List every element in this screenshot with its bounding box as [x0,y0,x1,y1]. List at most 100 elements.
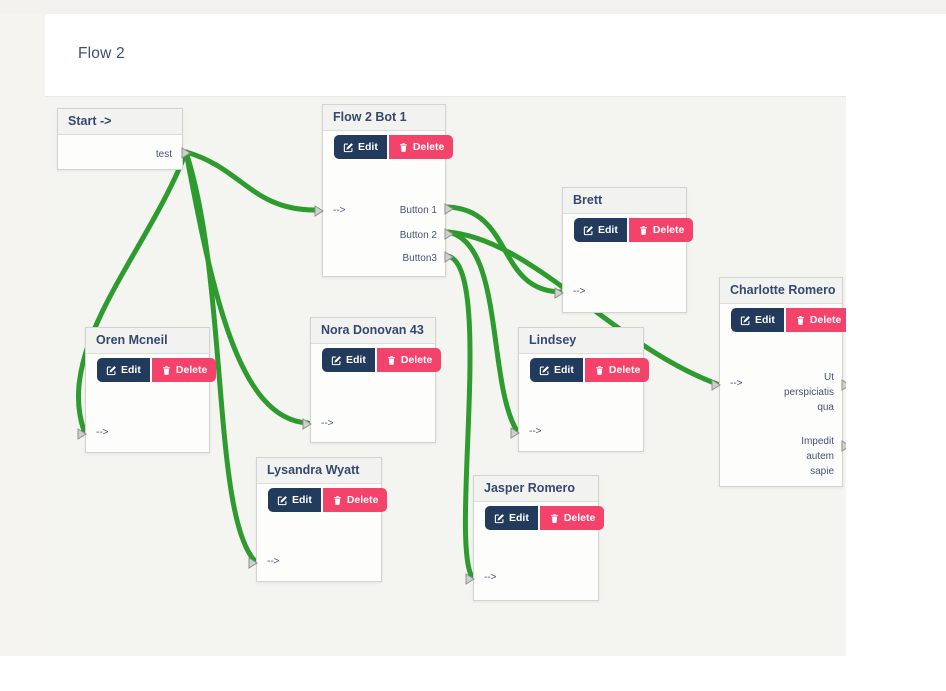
input-label: --> [267,556,280,567]
node-nora[interactable]: Nora Donovan 43 Edit Delete --> [302,317,442,443]
edit-pencil-icon [539,365,549,375]
flow-title-bar: Flow 2 [45,14,846,97]
node-lysandra[interactable]: Lysandra Wyatt Edit Delete --> [248,457,388,582]
output-label-button2: Button 2 [399,230,437,241]
edit-button[interactable]: Edit [268,488,321,512]
output-label-ut-perspiciatis-qua: Ut perspiciatis qua [784,370,834,415]
output-connector-impedit[interactable] [841,440,846,452]
edit-pencil-icon [494,513,504,523]
edit-button-label: Edit [346,354,366,366]
input-label: --> [484,572,497,583]
edit-button-label: Edit [121,364,141,376]
output-connector-test[interactable] [181,147,191,159]
delete-button[interactable]: Delete [376,348,442,372]
delete-trash-icon [333,495,341,505]
edit-button[interactable]: Edit [322,348,375,372]
delete-button-label: Delete [809,314,842,326]
input-label: --> [529,426,542,437]
edit-button[interactable]: Edit [334,135,387,159]
flow-canvas[interactable]: Start -> test Flow 2 Bot 1 Edit Delete -… [45,97,846,656]
input-connector[interactable] [314,205,324,217]
input-connector[interactable] [554,287,564,299]
delete-button[interactable]: Delete [584,358,650,382]
edit-pencil-icon [331,355,341,365]
edge-button3-to-jasper [445,253,475,580]
input-connector[interactable] [77,428,87,440]
node-flow2bot1-title[interactable]: Flow 2 Bot 1 [323,105,445,131]
node-start-title[interactable]: Start -> [58,109,182,135]
input-connector[interactable] [465,573,475,585]
edit-pencil-icon [740,315,750,325]
edit-button-label: Edit [292,494,312,506]
input-connector[interactable] [248,557,258,569]
output-line: Ut [824,372,834,383]
node-jasper-title[interactable]: Jasper Romero [474,476,598,502]
node-oren[interactable]: Oren Mcneil Edit Delete --> [77,327,217,453]
delete-button[interactable]: Delete [539,506,605,530]
delete-button-label: Delete [563,512,596,524]
delete-trash-icon [387,355,395,365]
output-label-test: test [155,149,172,160]
delete-button[interactable]: Delete [151,358,217,382]
input-connector[interactable] [510,427,520,439]
output-line: sapie [810,466,834,477]
node-brett-title[interactable]: Brett [563,188,686,214]
edit-button-label: Edit [755,314,775,326]
output-line: perspiciatis [783,387,834,398]
delete-trash-icon [399,142,407,152]
delete-button[interactable]: Delete [388,135,454,159]
input-connector[interactable] [711,379,721,391]
output-label-impedit-autem-sapie: Impedit autem sapie [801,434,834,479]
node-oren-title[interactable]: Oren Mcneil [86,328,209,354]
edit-button-label: Edit [554,364,574,376]
node-lysandra-title[interactable]: Lysandra Wyatt [257,458,381,484]
delete-button[interactable]: Delete [628,218,694,242]
edit-button-label: Edit [509,512,529,524]
page-left-margin [0,14,45,656]
node-start[interactable]: Start -> test [57,108,191,170]
output-connector-button3[interactable] [444,251,454,263]
delete-button[interactable]: Delete [322,488,388,512]
delete-button[interactable]: Delete [785,308,846,332]
edit-button[interactable]: Edit [731,308,784,332]
output-label-button3: Button3 [402,253,437,264]
node-brett[interactable]: Brett Edit Delete --> [554,187,694,313]
input-connector[interactable] [302,418,312,430]
node-charlotte-title[interactable]: Charlotte Romero [720,278,842,304]
delete-trash-icon [162,365,170,375]
edge-button1-to-brett [445,204,564,295]
input-label: --> [321,418,334,429]
delete-button-label: Delete [346,494,379,506]
output-connector-button1[interactable] [444,203,454,215]
input-label: --> [573,286,586,297]
node-charlotte[interactable]: Charlotte Romero Edit Delete --> Ut pers… [711,277,846,487]
edit-button-label: Edit [598,224,618,236]
node-lindsey[interactable]: Lindsey Edit Delete --> [510,327,650,452]
output-connector-ut[interactable] [841,379,846,391]
edit-button[interactable]: Edit [97,358,150,382]
page-top-margin [0,0,946,14]
delete-trash-icon [796,315,804,325]
node-nora-title[interactable]: Nora Donovan 43 [311,318,435,344]
edit-button[interactable]: Edit [485,506,538,530]
delete-trash-icon [639,225,647,235]
input-label: --> [333,205,346,216]
edit-pencil-icon [277,495,287,505]
input-label: --> [96,427,109,438]
edit-pencil-icon [583,225,593,235]
output-line: Impedit [801,436,834,447]
input-label: --> [730,378,743,389]
page-title: Flow 2 [78,45,125,62]
delete-button-label: Delete [412,141,445,153]
node-jasper[interactable]: Jasper Romero Edit Delete --> [465,475,605,601]
edit-button-label: Edit [358,141,378,153]
output-connector-button2[interactable] [444,228,454,240]
output-label-button1: Button 1 [399,205,437,216]
delete-trash-icon [595,365,603,375]
edit-button[interactable]: Edit [530,358,583,382]
output-line: qua [817,402,834,413]
node-lindsey-title[interactable]: Lindsey [519,328,643,354]
node-flow2bot1[interactable]: Flow 2 Bot 1 Edit Delete --> Button 1 Bu… [314,104,454,277]
edit-button[interactable]: Edit [574,218,627,242]
